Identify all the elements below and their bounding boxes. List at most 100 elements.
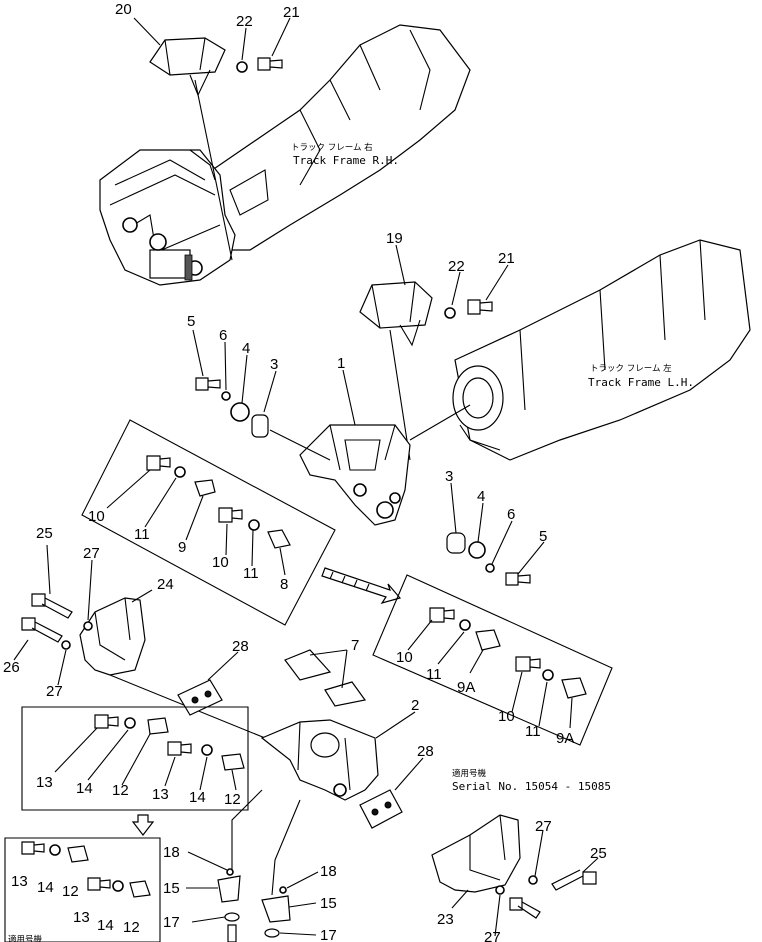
washer-17-b (264, 928, 280, 938)
bracket-2 (260, 719, 379, 801)
bushing-3-right (446, 532, 466, 554)
callout-15: 15 (163, 880, 180, 897)
washer-14-a (124, 717, 136, 729)
plate-12-a (147, 717, 169, 735)
callout-9A: 9A (556, 730, 574, 747)
shim-28-b (359, 789, 403, 829)
guard-24 (79, 597, 146, 676)
callout-1: 1 (337, 355, 345, 372)
callout-13: 13 (11, 873, 28, 890)
callout-10: 10 (212, 554, 229, 571)
guide-7-b (324, 681, 367, 707)
pin-18-a (226, 868, 234, 876)
bolt-5-right (505, 572, 531, 586)
guide-line-15a (231, 789, 263, 870)
shim-28-b-hole-2 (384, 801, 392, 809)
callout-4: 4 (477, 488, 485, 505)
washer-11-d (542, 669, 554, 681)
callout-18: 18 (320, 863, 337, 880)
bolt-21-mid (467, 299, 493, 315)
washer-22-top (236, 61, 248, 73)
cover-20 (149, 37, 233, 261)
callout-27: 27 (484, 929, 501, 942)
washer-14-c (49, 844, 61, 856)
bushing-3-left (251, 414, 269, 438)
track-frame-rh (99, 24, 471, 286)
callout-19: 19 (386, 230, 403, 247)
bolt-26 (21, 617, 63, 643)
bolt-25-b (551, 869, 597, 891)
plate-9A-b (561, 677, 587, 699)
callout-5: 5 (539, 528, 547, 545)
washer-14-d (112, 880, 124, 892)
plate-9 (194, 479, 216, 497)
callout-9A: 9A (457, 679, 475, 696)
bolt-21-top (257, 57, 283, 71)
guide-line-15b (271, 799, 301, 896)
callout-13: 13 (73, 909, 90, 926)
down-arrow (131, 814, 155, 836)
callout-12: 12 (224, 791, 241, 808)
callout-12: 12 (123, 919, 140, 936)
callout-20: 20 (115, 1, 132, 18)
callout-11: 11 (134, 526, 150, 543)
washer-17-a (224, 912, 240, 922)
bolt-13-b (167, 741, 192, 756)
callout-3: 3 (270, 356, 278, 373)
callout-10: 10 (498, 708, 515, 725)
callouts: 20 22 21 19 22 21 5 6 4 3 1 10 11 9 10 1… (3, 1, 607, 942)
plate-12-c (67, 845, 89, 863)
arrow-hatching (329, 571, 370, 592)
callout-24: 24 (157, 576, 174, 593)
frame-rh-jp: トラック フレーム 右 (291, 142, 373, 153)
washer-27-c (528, 875, 538, 885)
direction-arrow (321, 567, 402, 605)
washer-6-left (221, 391, 231, 401)
bolt-10-d (515, 656, 541, 672)
callout-14: 14 (76, 780, 93, 797)
washer-11-b (248, 519, 260, 531)
callout-26: 26 (3, 659, 20, 676)
track-frame-lh (409, 239, 751, 461)
callout-6: 6 (219, 327, 227, 344)
bolt-13-a (94, 714, 119, 729)
bolt-5-left (195, 377, 221, 391)
callout-5: 5 (187, 313, 195, 330)
washer-11-c (459, 619, 471, 631)
callout-21: 21 (283, 4, 300, 21)
fitting-15-a (217, 875, 241, 903)
washer-27-d (495, 885, 505, 895)
frame-rh-label: Track Frame R.H. (293, 154, 399, 167)
bolt-10-c (429, 607, 455, 623)
callout-27: 27 (535, 818, 552, 835)
callout-22: 22 (236, 13, 253, 30)
callout-28: 28 (417, 743, 434, 760)
bolt-10-a (146, 455, 171, 471)
callout-11: 11 (426, 666, 442, 683)
callout-3: 3 (445, 468, 453, 485)
kit-box-bottom (4, 837, 161, 942)
guide-7-a (284, 649, 332, 681)
bolt-27-d (509, 897, 541, 919)
serial-note: Serial No. 15054 - 15085 (452, 780, 611, 793)
plate-4-left (230, 402, 250, 422)
bolt-13-c (21, 841, 45, 855)
plate-4-right (468, 541, 486, 559)
washer-27-a (83, 621, 93, 631)
bolt-25-a (31, 593, 73, 619)
callout-25: 25 (36, 525, 53, 542)
callout-14: 14 (37, 879, 54, 896)
footer-jp-note: 適用号機 (8, 934, 43, 942)
callout-4: 4 (242, 340, 250, 357)
bolt-13-d (87, 877, 111, 891)
callout-21: 21 (498, 250, 515, 267)
callout-11: 11 (525, 723, 541, 740)
callout-12: 12 (112, 782, 129, 799)
callout-8: 8 (280, 576, 288, 593)
callout-22: 22 (448, 258, 465, 275)
washer-14-b (201, 744, 213, 756)
kit-box-left (21, 706, 249, 811)
callout-7: 7 (351, 637, 359, 654)
bolt-10-b (218, 507, 243, 523)
